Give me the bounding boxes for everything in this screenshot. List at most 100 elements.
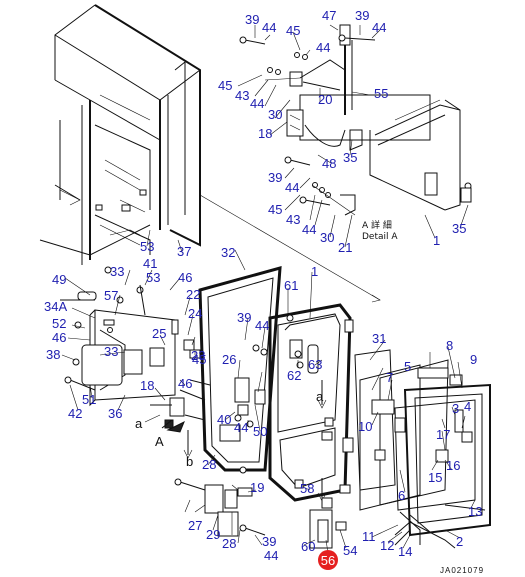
- callout: 37: [177, 244, 191, 259]
- callout: 22: [186, 287, 200, 302]
- callout: 45: [286, 23, 300, 38]
- callout: 47: [322, 8, 336, 23]
- callout: 44: [302, 222, 316, 237]
- highlighted-part-56[interactable]: 56: [318, 550, 338, 570]
- callout-labels: 39 44 47 39 44 45 44 45 43 44 55 20 30 1…: [44, 8, 482, 563]
- callout: 63: [308, 357, 322, 372]
- callout: 36: [108, 406, 122, 421]
- callout: 6: [398, 488, 405, 503]
- callout: 31: [372, 331, 386, 346]
- callout: 54: [343, 543, 357, 558]
- callout: 9: [470, 352, 477, 367]
- callout: 12: [380, 538, 394, 553]
- callout: 30: [320, 230, 334, 245]
- callout: 62: [287, 368, 301, 383]
- callout: 48: [322, 156, 336, 171]
- callout: 39: [355, 8, 369, 23]
- callout: 30: [268, 107, 282, 122]
- leader-lines: [61, 24, 476, 554]
- callout: 46: [52, 330, 66, 345]
- callout: 28: [222, 536, 236, 551]
- callout: 34A: [44, 299, 67, 314]
- callout: 38: [46, 347, 60, 362]
- callout: 52: [52, 316, 66, 331]
- view-arrow-icon: [166, 420, 185, 433]
- callout: 53: [146, 270, 160, 285]
- detail-a-drawing: [239, 24, 472, 216]
- detail-caption-jp: A 詳 細: [362, 219, 392, 231]
- callout: 17: [436, 427, 450, 442]
- view-arrow-a-door-label: a: [316, 389, 324, 404]
- highlight-circle: [318, 550, 338, 570]
- callout: 44: [234, 420, 248, 435]
- callout: 39: [262, 534, 276, 549]
- callout: 20: [318, 92, 332, 107]
- callout: 13: [468, 504, 482, 519]
- callout: 2: [456, 534, 463, 549]
- callout: 14: [398, 544, 412, 559]
- callout: 58: [300, 481, 314, 496]
- callout: 39: [245, 12, 259, 27]
- callout: 41: [143, 256, 157, 271]
- callout: 46: [178, 270, 192, 285]
- callout: 19: [250, 480, 264, 495]
- detail-caption-en: Detail A: [362, 232, 398, 242]
- callout: 45: [268, 202, 282, 217]
- callout: 39: [268, 170, 282, 185]
- callout: 53: [140, 239, 154, 254]
- callout: 39: [237, 310, 251, 325]
- callout: 44: [264, 548, 278, 563]
- callout: 49: [52, 272, 66, 287]
- callout: 44: [250, 96, 264, 111]
- callout: 50: [253, 424, 267, 439]
- callout: 8: [446, 338, 453, 353]
- callout: 25: [152, 326, 166, 341]
- callout: 57: [104, 288, 118, 303]
- callout: 15: [428, 470, 442, 485]
- callout: 23: [191, 348, 205, 363]
- highlight-number: 56: [321, 553, 335, 568]
- callout: 28: [202, 457, 216, 472]
- callout: 4: [464, 399, 471, 414]
- callout: 55: [374, 86, 388, 101]
- callout: 7: [386, 370, 393, 385]
- callout: 33: [104, 344, 118, 359]
- callout: 3: [452, 401, 459, 416]
- callout: 18: [140, 378, 154, 393]
- callout: 1: [433, 233, 440, 248]
- callout: 35: [343, 150, 357, 165]
- view-arrow-b-label: b: [186, 454, 193, 469]
- callout: 26: [222, 352, 236, 367]
- callout: 11: [362, 529, 376, 544]
- side-panel-drawing: [60, 266, 211, 429]
- drawing-code: JA021079: [440, 566, 484, 575]
- callout: 44: [285, 180, 299, 195]
- callout: 27: [188, 518, 202, 533]
- callout: 40: [217, 412, 231, 427]
- callout: 45: [218, 78, 232, 93]
- view-arrow-A-label: A: [155, 434, 164, 449]
- callout: 24: [188, 306, 202, 321]
- door-frame-drawing: [174, 265, 354, 549]
- callout: 1: [311, 264, 318, 279]
- callout: 43: [286, 212, 300, 227]
- callout: 29: [206, 527, 220, 542]
- callout: 16: [446, 458, 460, 473]
- callout: 44: [372, 20, 386, 35]
- callout: 33: [110, 264, 124, 279]
- callout: 5: [404, 359, 411, 374]
- cab-frame-drawing: [39, 4, 201, 265]
- view-arrow-a-label: a: [135, 416, 143, 431]
- callout: 45: [192, 352, 206, 367]
- callout: 10: [358, 419, 372, 434]
- callout: 43: [235, 88, 249, 103]
- callout: 61: [284, 278, 298, 293]
- callout: 44: [316, 40, 330, 55]
- callout: 42: [68, 406, 82, 421]
- callout: 60: [301, 539, 315, 554]
- callout: 18: [258, 126, 272, 141]
- callout: 44: [262, 20, 276, 35]
- callout: 21: [338, 240, 352, 255]
- callout: 51: [82, 392, 96, 407]
- callout: 44: [255, 318, 269, 333]
